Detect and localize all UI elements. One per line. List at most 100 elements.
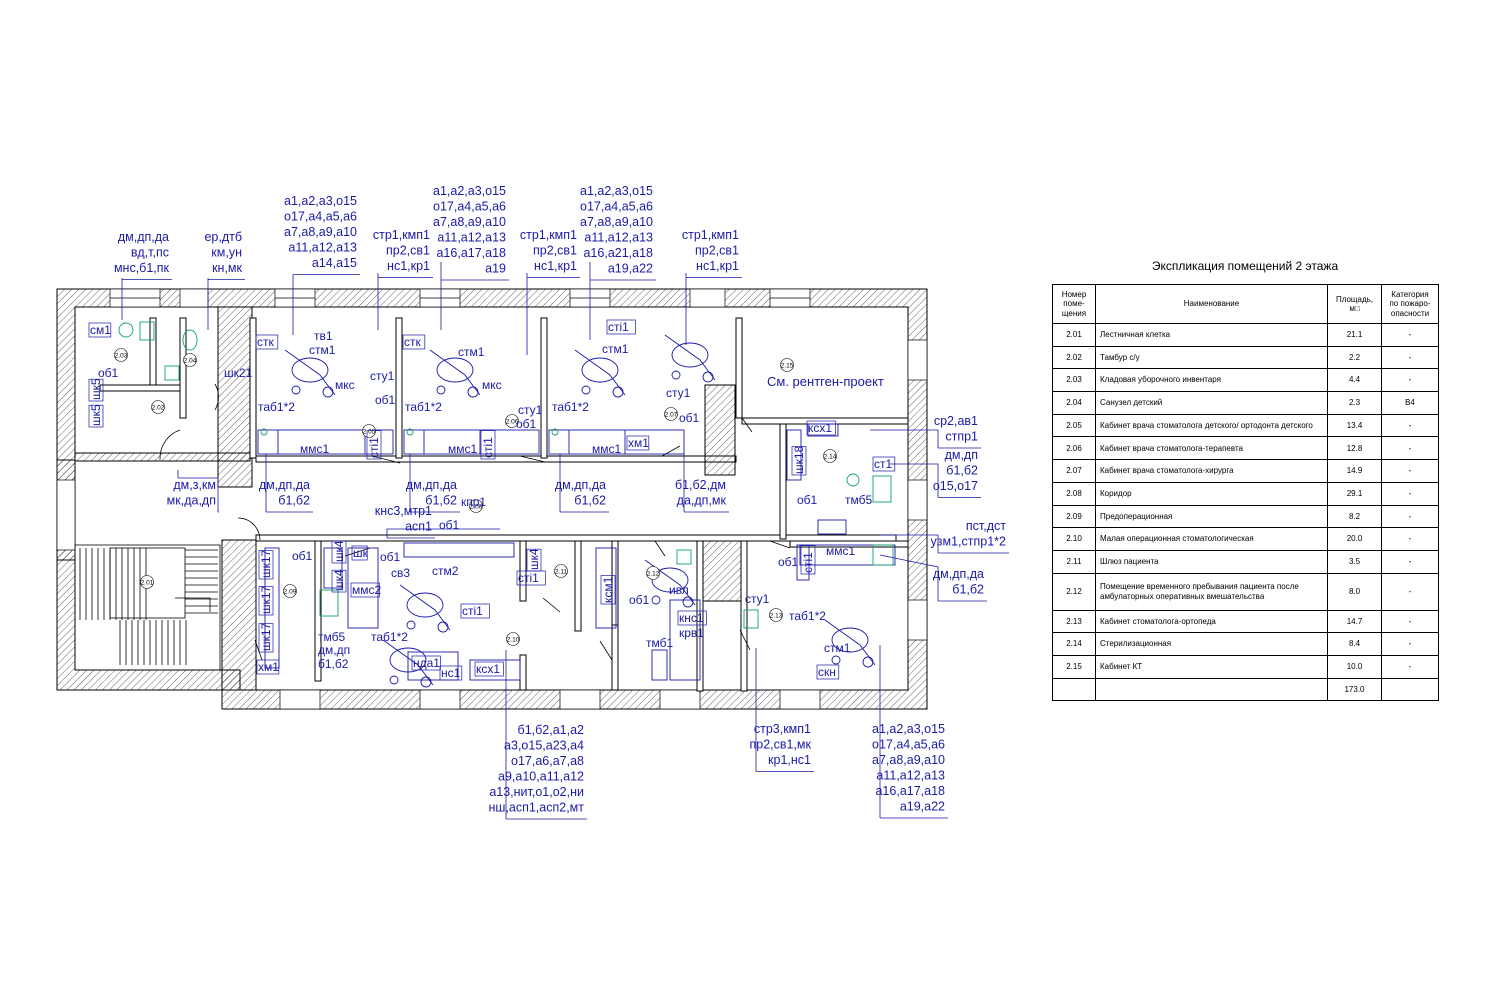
callout-line: а7,а8,а9,а10 [580,215,653,229]
equipment-label: скн [816,664,840,680]
equipment-label: об1 [797,493,818,507]
fire-category-cell: - [1381,345,1439,370]
equipment-label: хм1 [256,659,279,675]
svg-text:об1: об1 [98,366,119,380]
equipment-label: кпр1 [461,495,486,509]
svg-text:об1: об1 [439,518,460,532]
svg-text:об1: об1 [380,550,401,564]
callout-line: о17,а4,а5,а6 [284,210,357,224]
callout-line: а3,о15,а23,а4 [504,739,584,753]
callout: а1,а2,а3,о15о17,а4,а5,а6а7,а8,а9,а10а11,… [284,194,360,335]
equipment-label: мкс [335,378,355,392]
room-area-cell: 29.1 [1327,481,1382,506]
room-name-cell: Кабинет стоматолога-ортопеда [1095,609,1328,634]
empty-cell [1052,677,1096,702]
equipment-label: шк [351,545,369,561]
fire-category-cell: - [1381,436,1439,461]
equipment-label: крв1 [679,626,704,640]
room-number-cell: 2.02 [1052,345,1096,370]
callout-line: а1,а2,а3,о15 [284,194,357,208]
svg-text:скн: скн [818,665,836,679]
svg-text:таб1*2: таб1*2 [371,630,408,644]
room-name-cell: Шлюз пациента [1095,549,1328,574]
equipment-label: об1 [778,555,799,569]
svg-text:ивл: ивл [669,583,689,597]
room-name-cell: Стерилизационная [1095,632,1328,656]
equipment-label: стм2 [432,564,459,578]
svg-text:б1,б2: б1,б2 [318,657,349,671]
room-number-cell: 2.04 [1052,391,1096,415]
equipment-label: сту1 [518,403,543,417]
equipment-label: сті1 [516,570,546,586]
equipment-label: нс1 [439,665,463,681]
svg-text:нда1: нда1 [413,656,440,670]
equipment-label: шк17 [258,585,274,616]
room-area-cell: 10.0 [1327,654,1382,679]
room-number-cell: 2.07 [1052,459,1096,483]
equipment-label: тмб1 [646,636,673,650]
room-area-cell: 14.7 [1327,609,1382,634]
room-number: 2.04 [184,357,197,364]
header-name: Наименование [1095,284,1328,324]
svg-text:мкс: мкс [482,378,502,392]
room-number-marker [114,348,128,362]
equipment-label: таб1*2 [789,609,826,623]
room-number: 2.10 [507,636,520,643]
svg-text:сту1: сту1 [666,386,691,400]
callout-line: стр1,кмп1 [520,228,577,242]
callout-line: да,дп,мк [677,494,727,508]
callout: б1,б2,дм да,дп,мк [675,454,729,513]
callout-line: пст,дст [966,519,1006,533]
svg-text:шк21: шк21 [224,366,253,380]
header-area: Площадь, м□ [1327,284,1382,324]
svg-text:хм1: хм1 [258,660,279,674]
callout-line: а7,а8,а9,а10 [433,215,506,229]
svg-text:стм1: стм1 [824,641,851,655]
svg-text:ммс2: ммс2 [352,583,382,597]
room-name-cell: Санузел детский [1095,391,1328,415]
room-number-marker [780,358,794,372]
svg-text:тв1: тв1 [314,329,333,343]
svg-text:сту1: сту1 [745,592,770,606]
equipment-label: тв1 [314,329,333,343]
svg-text:об1: об1 [797,493,818,507]
callout-line: а16,а17,а18 [436,246,506,260]
callout-line: а11,а12,а13 [876,769,945,783]
callout-line: а9,а10,а11,а12 [498,770,584,784]
callout-line: б1,б2 [574,494,606,508]
svg-text:таб1*2: таб1*2 [258,400,295,414]
equipment-label: таб1*2 [405,400,442,414]
callout-line: а11,а12,а13 [288,241,357,255]
svg-text:сту1: сту1 [518,403,543,417]
fire-category-cell: - [1381,481,1439,506]
svg-text:нс1: нс1 [441,666,461,680]
callout-line: а1,а2,а3,о15 [433,184,506,198]
callout-line: кн,мк [212,261,242,275]
callout-line: а16,а21,а18 [583,246,653,260]
room-area-cell: 21.1 [1327,323,1382,347]
equipment-label: шк21 [224,366,253,380]
equipment-label: стм1 [602,342,629,356]
callout-line: б1,б2,дм [675,478,726,492]
equipment-label: шк18 [791,445,807,476]
svg-text:стм1: стм1 [602,342,629,356]
equipment-label: шк5 [88,378,104,402]
svg-text:тмб5: тмб5 [845,493,872,507]
room-number-marker [554,564,568,578]
callout-line: нс1,кр1 [387,259,430,273]
svg-text:об1: об1 [778,555,799,569]
room-number: 2.12 [647,570,660,577]
equipment-label: хм1 [626,435,649,451]
svg-text:таб1*2: таб1*2 [552,400,589,414]
equipment-label: таб1*2 [552,400,589,414]
room-area-cell: 13.4 [1327,413,1382,438]
callout-line: нс1,кр1 [534,259,577,273]
